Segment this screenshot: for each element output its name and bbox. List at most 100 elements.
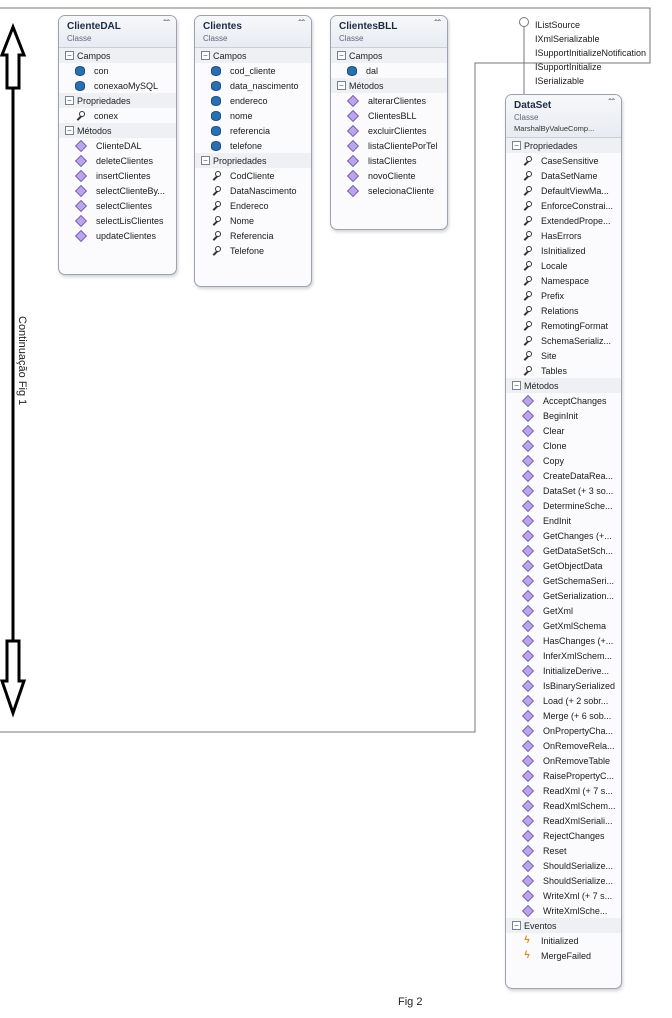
member-row[interactable]: DataNascimento [195,183,311,198]
member-row[interactable]: data_nascimento [195,78,311,93]
member-row[interactable]: GetDataSetSch... [506,543,621,558]
member-row[interactable]: ExtendedPrope... [506,213,621,228]
member-row[interactable]: updateClientes [59,228,176,243]
member-row[interactable]: Clear [506,423,621,438]
section-header-field[interactable]: –Campos [331,48,447,63]
member-row[interactable]: GetSchemaSeri... [506,573,621,588]
member-row[interactable]: Endereco [195,198,311,213]
member-row[interactable]: GetXml [506,603,621,618]
member-row[interactable]: Locale [506,258,621,273]
member-row[interactable]: Tables [506,363,621,378]
member-row[interactable]: selectLisClientes [59,213,176,228]
member-row[interactable]: OnRemoveTable [506,753,621,768]
member-row[interactable]: HasErrors [506,228,621,243]
member-row[interactable]: Referencia [195,228,311,243]
member-row[interactable]: conex [59,108,176,123]
section-header-prop[interactable]: –Propriedades [59,93,176,108]
member-row[interactable]: excluirClientes [331,123,447,138]
collapse-toggle-icon[interactable]: – [512,141,521,150]
member-row[interactable]: GetChanges (+... [506,528,621,543]
member-row[interactable]: telefone [195,138,311,153]
member-row[interactable]: DataSet (+ 3 so... [506,483,621,498]
section-header-meth[interactable]: –Métodos [506,378,621,393]
member-row[interactable]: DefaultViewMa... [506,183,621,198]
section-header-prop[interactable]: –Propriedades [195,153,311,168]
section-header-meth[interactable]: –Métodos [331,78,447,93]
member-row[interactable]: RejectChanges [506,828,621,843]
member-row[interactable]: Namespace [506,273,621,288]
member-row[interactable]: Reset [506,843,621,858]
member-row[interactable]: listaClientePorTel [331,138,447,153]
member-row[interactable]: RemotingFormat [506,318,621,333]
member-row[interactable]: Merge (+ 6 sob... [506,708,621,723]
member-row[interactable]: ReadXmlSchem... [506,798,621,813]
member-row[interactable]: SchemaSerializ... [506,333,621,348]
member-row[interactable]: Clone [506,438,621,453]
member-row[interactable]: EnforceConstrai... [506,198,621,213]
member-row[interactable]: ReadXml (+ 7 s... [506,783,621,798]
member-row[interactable]: Telefone [195,243,311,258]
member-row[interactable]: Prefix [506,288,621,303]
member-row[interactable]: con [59,63,176,78]
section-header-meth[interactable]: –Métodos [59,123,176,138]
member-row[interactable]: selecionaCliente [331,183,447,198]
member-row[interactable]: deleteClientes [59,153,176,168]
member-row[interactable]: ClienteDAL [59,138,176,153]
collapse-toggle-icon[interactable]: – [512,381,521,390]
member-row[interactable]: IsBinarySerialized [506,678,621,693]
member-row[interactable]: DataSetName [506,168,621,183]
section-header-prop[interactable]: –Propriedades [506,138,621,153]
member-row[interactable]: Nome [195,213,311,228]
member-row[interactable]: ShouldSerialize... [506,858,621,873]
member-row[interactable]: WriteXml (+ 7 s... [506,888,621,903]
member-row[interactable]: RaisePropertyC... [506,768,621,783]
collapse-toggle-icon[interactable]: – [201,156,210,165]
member-row[interactable]: Relations [506,303,621,318]
collapse-toggle-icon[interactable]: – [512,921,521,930]
member-row[interactable]: ShouldSerialize... [506,873,621,888]
member-row[interactable]: selectClientes [59,198,176,213]
collapse-chevron-icon[interactable]: ˆˆ [434,19,441,30]
collapse-toggle-icon[interactable]: – [337,51,346,60]
member-row[interactable]: GetSerialization... [506,588,621,603]
member-row[interactable]: insertClientes [59,168,176,183]
member-row[interactable]: InferXmlSchem... [506,648,621,663]
member-row[interactable]: selectClienteBy... [59,183,176,198]
member-row[interactable]: CreateDataRea... [506,468,621,483]
member-row[interactable]: Copy [506,453,621,468]
member-row[interactable]: ReadXmlSeriali... [506,813,621,828]
collapse-toggle-icon[interactable]: – [337,81,346,90]
member-row[interactable]: IsInitialized [506,243,621,258]
collapse-toggle-icon[interactable]: – [201,51,210,60]
member-row[interactable]: cod_cliente [195,63,311,78]
member-row[interactable]: AcceptChanges [506,393,621,408]
member-row[interactable]: WriteXmlSche... [506,903,621,918]
member-row[interactable]: Site [506,348,621,363]
section-header-event[interactable]: –Eventos [506,918,621,933]
member-row[interactable]: endereco [195,93,311,108]
member-row[interactable]: OnPropertyCha... [506,723,621,738]
section-header-field[interactable]: –Campos [195,48,311,63]
member-row[interactable]: BeginInit [506,408,621,423]
member-row[interactable]: alterarClientes [331,93,447,108]
collapse-toggle-icon[interactable]: – [65,96,74,105]
section-header-field[interactable]: –Campos [59,48,176,63]
member-row[interactable]: listaClientes [331,153,447,168]
member-row[interactable]: CaseSensitive [506,153,621,168]
member-row[interactable]: EndInit [506,513,621,528]
member-row[interactable]: referencia [195,123,311,138]
member-row[interactable]: ClientesBLL [331,108,447,123]
member-row[interactable]: DetermineSche... [506,498,621,513]
collapse-toggle-icon[interactable]: – [65,51,74,60]
member-row[interactable]: dal [331,63,447,78]
member-row[interactable]: CodCliente [195,168,311,183]
collapse-chevron-icon[interactable]: ˆˆ [298,19,305,30]
collapse-toggle-icon[interactable]: – [65,126,74,135]
collapse-chevron-icon[interactable]: ˆˆ [163,19,170,30]
member-row[interactable]: novoCliente [331,168,447,183]
